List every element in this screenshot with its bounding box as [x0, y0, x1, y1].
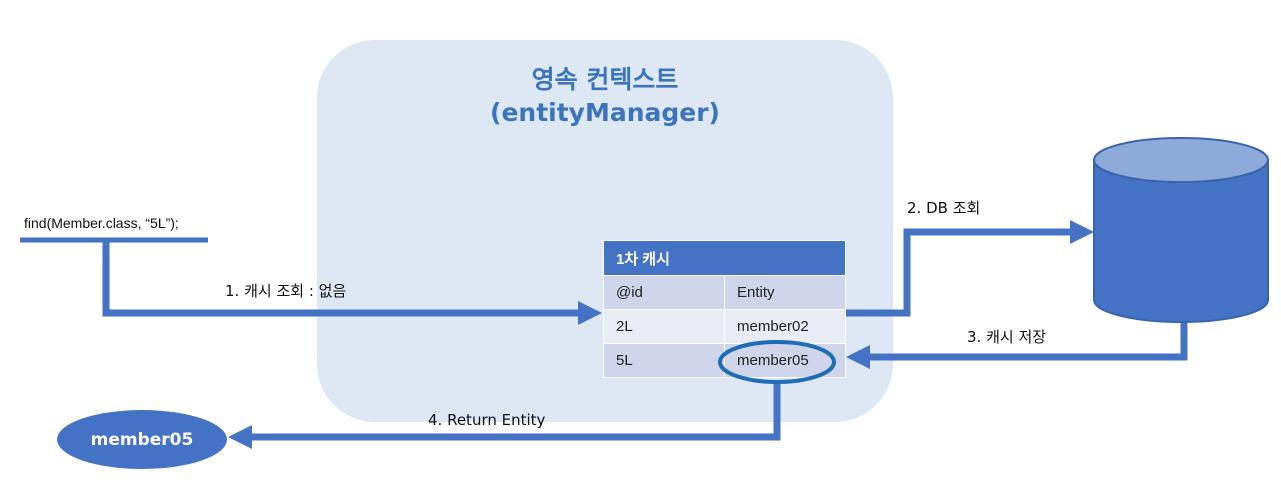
- arrow-cache-store: [868, 321, 1188, 361]
- arrow-db-query-head: [1070, 220, 1094, 244]
- cache-title: 1차 캐시: [603, 240, 846, 276]
- member05-highlight-ring: [718, 340, 836, 384]
- step3-label: 3. 캐시 저장: [967, 328, 1047, 346]
- arrow-cache-lookup: [102, 240, 580, 317]
- step4-label: 4. Return Entity: [428, 411, 546, 429]
- arrow-db-query: [846, 228, 1070, 317]
- arrow-cache-lookup-head: [578, 301, 602, 325]
- arrow-return-head: [228, 425, 252, 449]
- cache-row-id: 5L: [603, 343, 725, 378]
- context-subtitle: (entityManager): [490, 98, 720, 127]
- step2-label: 2. DB 조회: [907, 199, 981, 217]
- step1-label: 1. 캐시 조회 : 없음: [225, 282, 347, 300]
- arrow-cache-store-head: [846, 345, 870, 369]
- cache-row-id: 2L: [603, 309, 725, 344]
- context-title: 영속 컨텍스트: [531, 65, 679, 94]
- cache-row: 2L member02: [603, 309, 846, 344]
- first-level-cache-table: 1차 캐시 @id Entity 2L member02 5L member05: [603, 240, 846, 378]
- find-call-label: find(Member.class, “5L”);: [24, 215, 179, 231]
- cache-row-entity: member02: [724, 309, 846, 344]
- result-entity: member05: [57, 410, 227, 469]
- col-entity-header: Entity: [724, 275, 846, 310]
- arrow-return: [252, 382, 781, 441]
- database-icon: [1093, 137, 1269, 323]
